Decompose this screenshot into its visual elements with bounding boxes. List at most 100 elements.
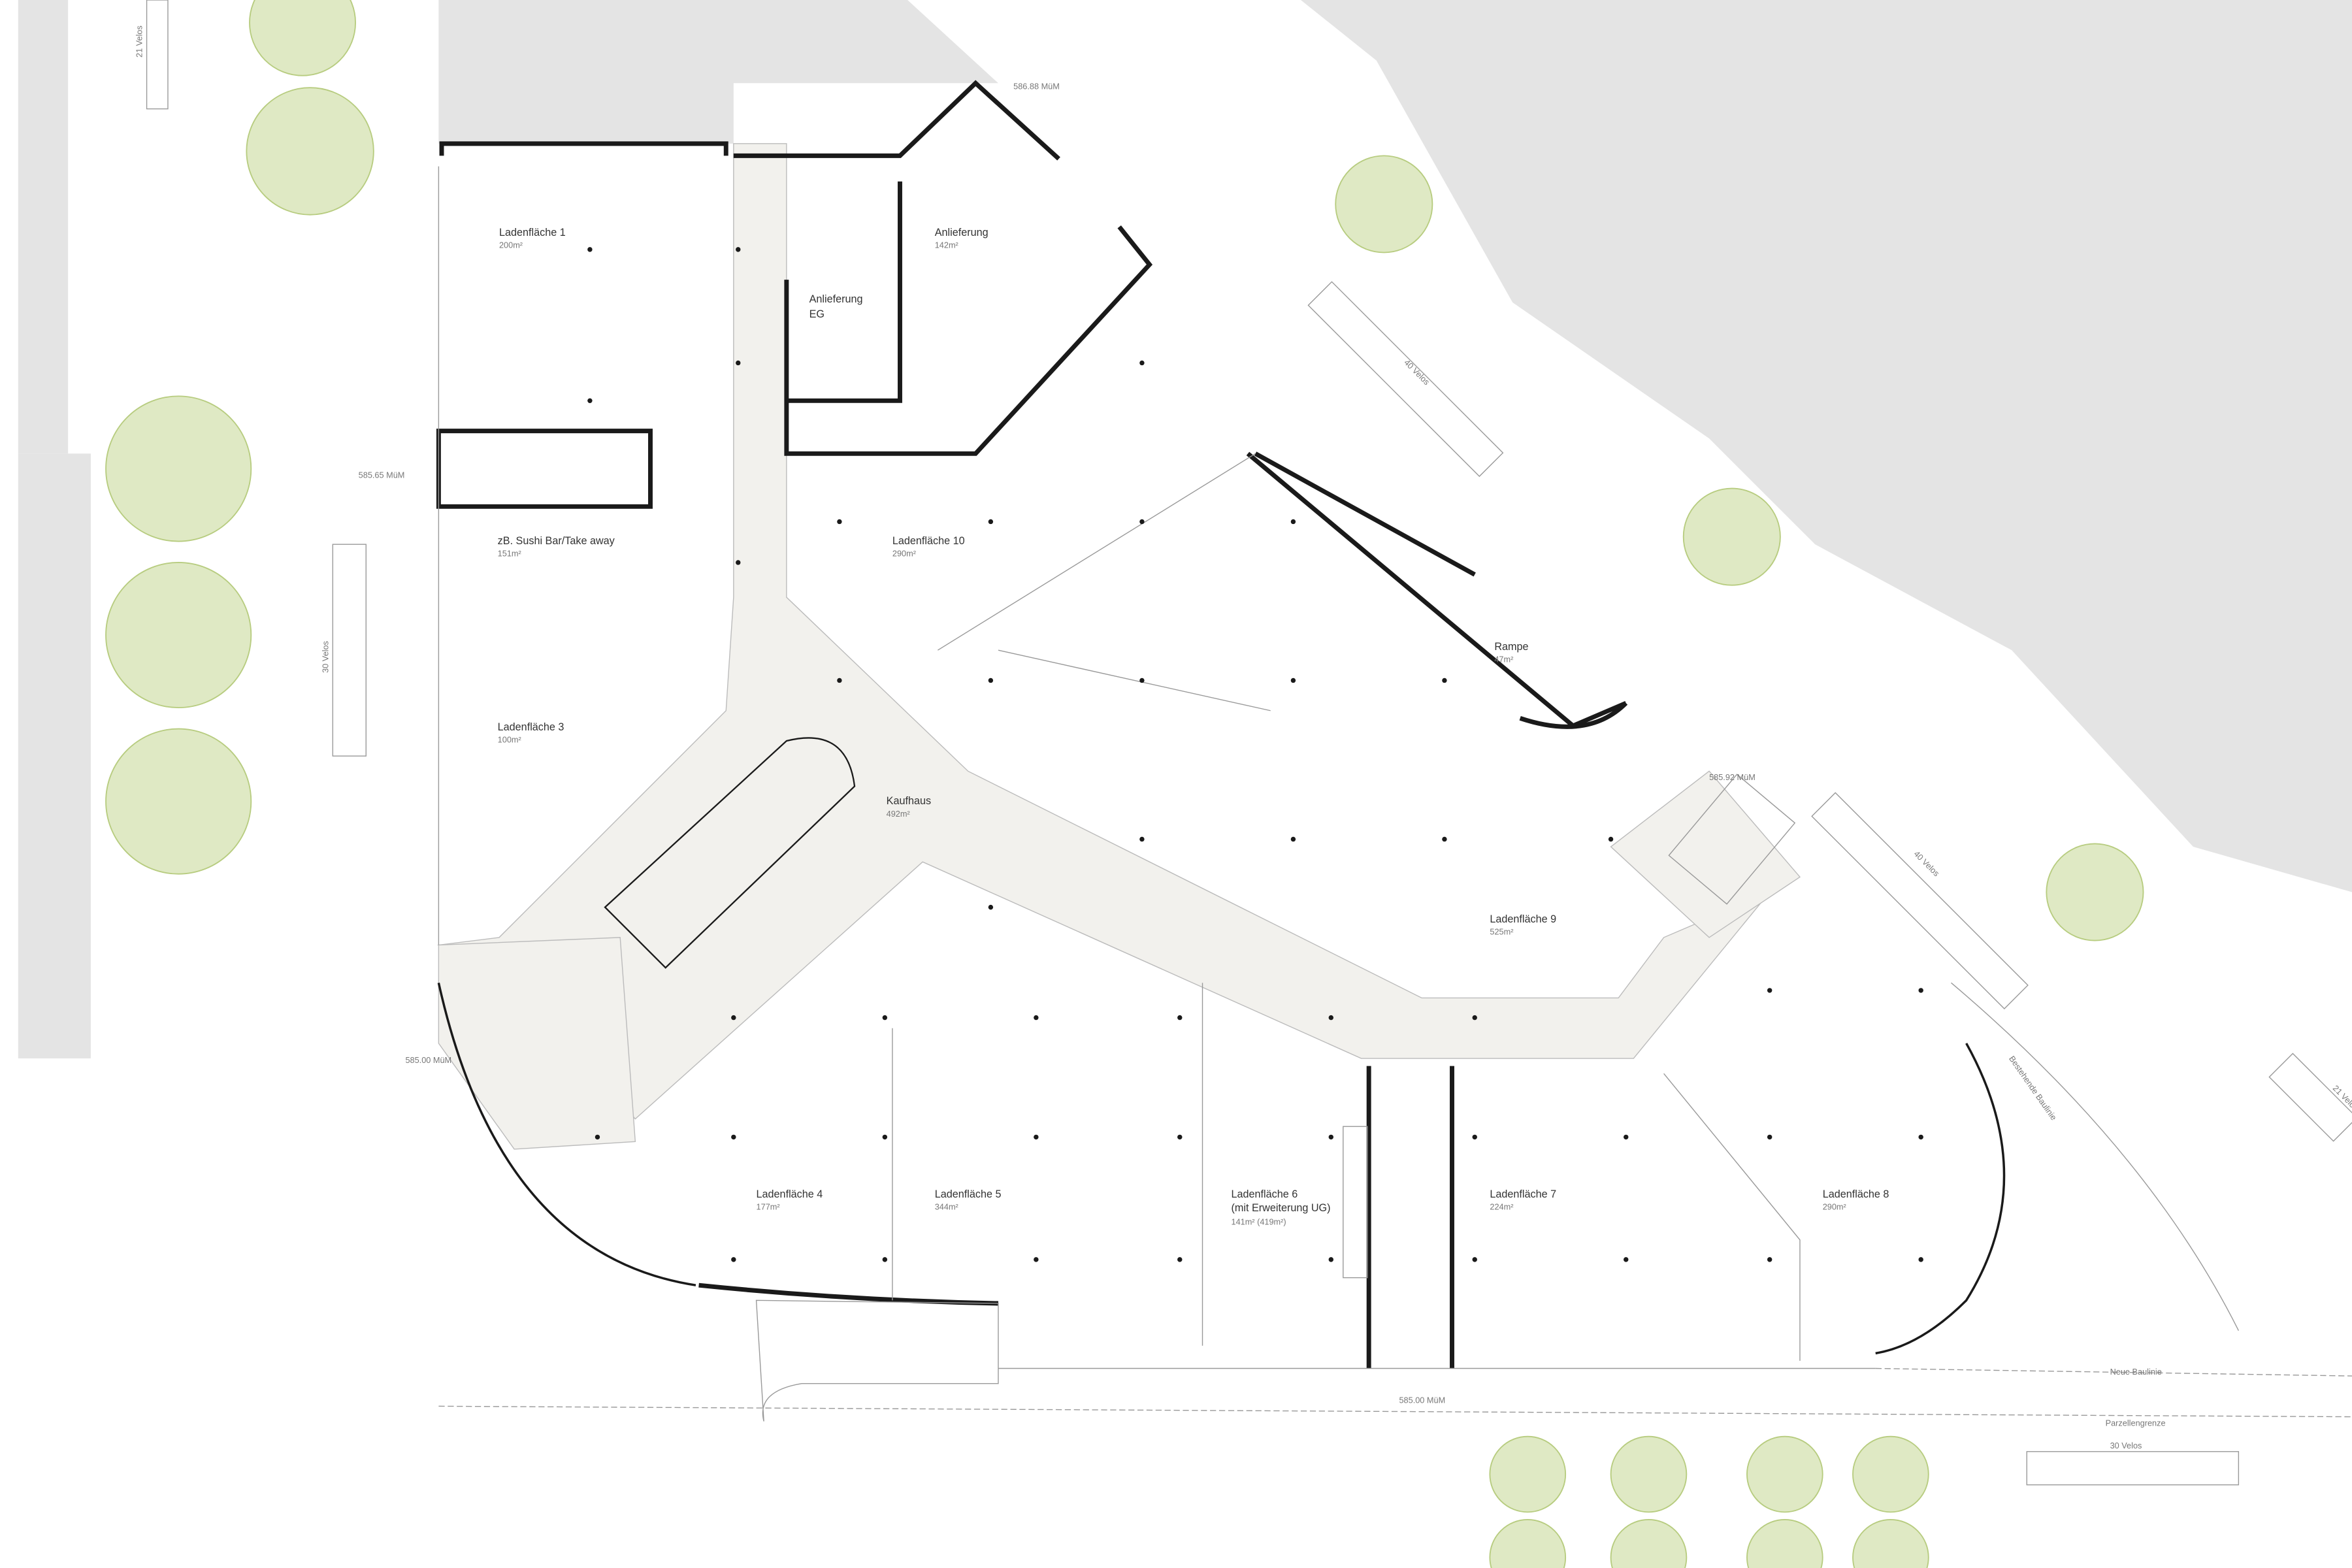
column xyxy=(1442,678,1447,683)
column xyxy=(1177,1134,1183,1140)
trees xyxy=(105,0,2144,1568)
column xyxy=(1034,1134,1039,1140)
column xyxy=(1472,1015,1477,1021)
column xyxy=(1139,678,1145,683)
column xyxy=(587,398,593,404)
area-sushi: 151m² xyxy=(498,549,521,559)
column xyxy=(1034,1015,1039,1021)
level-5: 585.00 MüM xyxy=(1399,1396,1445,1405)
label-anlieferung-eg: Anlieferung xyxy=(809,293,863,305)
column xyxy=(1034,1257,1039,1262)
label-laden1: Ladenfläche 1 xyxy=(499,227,566,238)
label-kaufhaus: Kaufhaus xyxy=(887,795,931,807)
column xyxy=(1918,1134,1923,1140)
area-laden6: 141m² (419m²) xyxy=(1232,1217,1286,1227)
label-laden9: Ladenfläche 9 xyxy=(1490,913,1556,925)
area-laden10: 290m² xyxy=(892,549,916,559)
bikes-5: 21 Velos xyxy=(2331,1083,2352,1113)
label-laden8: Ladenfläche 8 xyxy=(1823,1188,1889,1200)
label-laden4: Ladenfläche 4 xyxy=(757,1188,823,1200)
label-laden3: Ladenfläche 3 xyxy=(498,721,564,733)
level-1: 586.88 MüM xyxy=(1013,82,1060,91)
column xyxy=(1290,836,1296,842)
space-labels: Ladenfläche 1 200m² Anlieferung 142m² An… xyxy=(498,227,1889,1227)
level-2: 585.65 MüM xyxy=(359,470,405,480)
walls xyxy=(436,80,2006,1369)
bikes-2: 30 Velos xyxy=(320,641,330,673)
area-laden9: 525m² xyxy=(1490,926,1513,936)
site-lines xyxy=(438,982,2352,1418)
escalator-void xyxy=(604,737,856,969)
column xyxy=(1139,519,1145,525)
label-laden5: Ladenfläche 5 xyxy=(935,1188,1002,1200)
columns xyxy=(587,247,1923,1262)
area-laden3: 100m² xyxy=(498,734,521,744)
parzellengrenze-label: Parzellengrenze xyxy=(2106,1418,2166,1428)
column xyxy=(1177,1257,1183,1262)
area-laden7: 224m² xyxy=(1490,1201,1513,1211)
label-laden6: Ladenfläche 6 xyxy=(1232,1188,1298,1200)
column xyxy=(1767,988,1772,993)
column xyxy=(1177,1015,1183,1021)
area-kaufhaus: 492m² xyxy=(887,809,910,819)
neighbour-buildings xyxy=(18,0,2352,1059)
column xyxy=(731,1134,736,1140)
area-rampe: 47m² xyxy=(1494,655,1513,664)
column xyxy=(1767,1134,1772,1140)
column xyxy=(882,1015,888,1021)
column xyxy=(1139,836,1145,842)
area-anlieferung: 142m² xyxy=(935,240,958,250)
column xyxy=(595,1134,600,1140)
stairs xyxy=(755,774,1796,1422)
bikes-1: 21 Velos xyxy=(135,25,144,57)
level-4: 585.00 MüM xyxy=(405,1055,451,1065)
bestehende-baulinie-label: Bestehende Baulinie xyxy=(2007,1054,2059,1122)
level-markers: 586.88 MüM 585.65 MüM 585.92 MüM 585.00 … xyxy=(359,82,1756,1405)
area-laden8: 290m² xyxy=(1823,1201,1846,1211)
label-anlieferung-eg-sub: EG xyxy=(809,308,825,320)
column xyxy=(1624,1257,1629,1262)
column xyxy=(1918,988,1923,993)
column xyxy=(1328,1015,1334,1021)
column xyxy=(731,1257,736,1262)
area-laden1: 200m² xyxy=(499,240,523,250)
column xyxy=(1767,1257,1772,1262)
column xyxy=(882,1257,888,1262)
column xyxy=(988,904,994,910)
column xyxy=(882,1134,888,1140)
column xyxy=(1442,836,1447,842)
area-laden5: 344m² xyxy=(935,1201,958,1211)
column xyxy=(731,1015,736,1021)
column xyxy=(736,560,741,565)
column xyxy=(587,247,593,252)
level-3: 585.92 MüM xyxy=(1709,772,1756,782)
bike-racks xyxy=(146,0,2352,1486)
column xyxy=(1290,519,1296,525)
label-laden7: Ladenfläche 7 xyxy=(1490,1188,1556,1200)
label-laden10: Ladenfläche 10 xyxy=(892,535,965,547)
column xyxy=(1608,836,1614,842)
bikes-6: 30 Velos xyxy=(2110,1441,2142,1450)
bikes-3: 40 Velos xyxy=(1402,357,1431,387)
column xyxy=(837,678,842,683)
column xyxy=(1624,1134,1629,1140)
note-laden6: (mit Erweiterung UG) xyxy=(1232,1202,1331,1214)
column xyxy=(988,519,994,525)
neue-baulinie-label: Neue Baulinie xyxy=(2110,1367,2162,1377)
column xyxy=(736,247,741,252)
area-laden4: 177m² xyxy=(757,1201,780,1211)
label-sushi: zB. Sushi Bar/Take away xyxy=(498,535,615,547)
column xyxy=(1139,360,1145,366)
label-rampe: Rampe xyxy=(1494,641,1528,653)
column xyxy=(1918,1257,1923,1262)
column xyxy=(736,360,741,366)
column xyxy=(988,678,994,683)
circulation xyxy=(437,143,1801,1150)
column xyxy=(1472,1134,1477,1140)
column xyxy=(1290,678,1296,683)
column xyxy=(1328,1257,1334,1262)
column xyxy=(1472,1257,1477,1262)
label-anlieferung: Anlieferung xyxy=(935,227,988,238)
column xyxy=(1328,1134,1334,1140)
